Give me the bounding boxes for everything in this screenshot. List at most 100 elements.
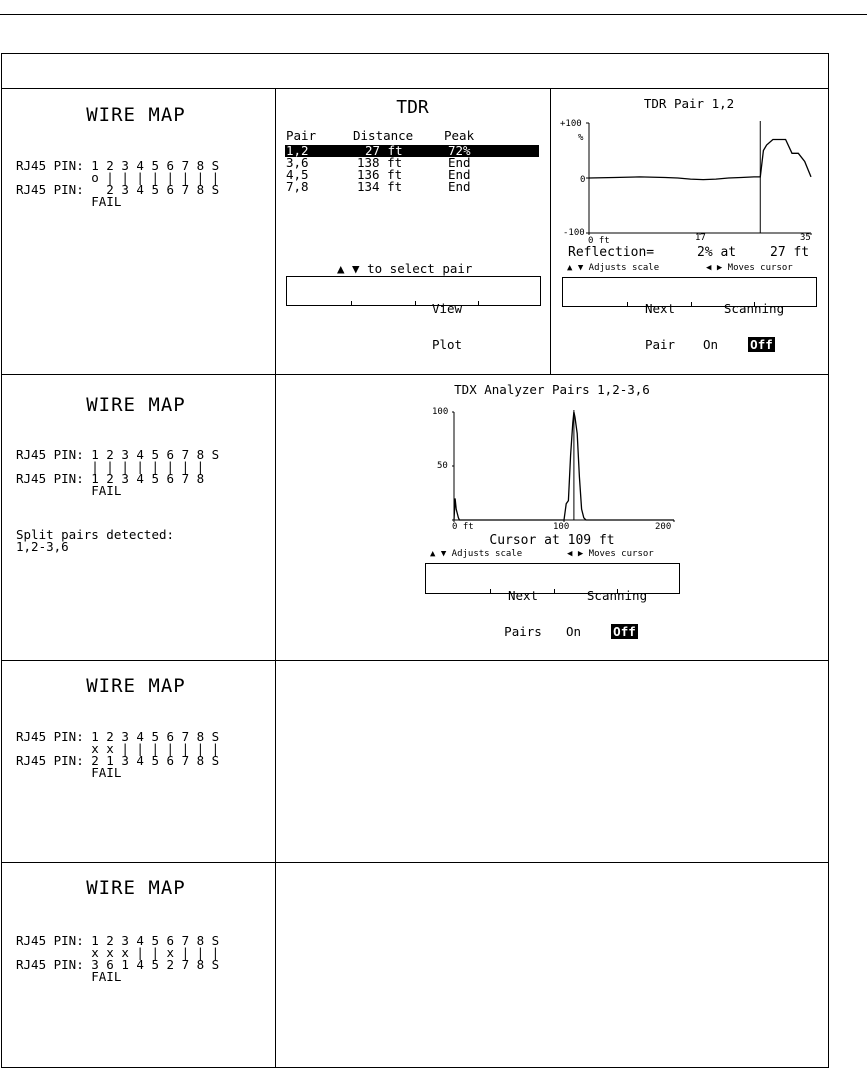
row-divider-3 — [2, 862, 828, 863]
wire-map-top-line: RJ45 PIN: 1 2 3 4 5 6 7 8 S — [16, 447, 220, 462]
tdr-plot-y-unit: % — [578, 133, 584, 143]
tdr-cell-peak: End — [448, 167, 471, 182]
softkey-line: Scanning — [586, 588, 648, 603]
scanning-softkey[interactable]: Scanning On Off — [556, 566, 678, 662]
wire-map-bottom-line: RJ45 PIN: 3 6 1 4 5 2 7 8 S — [16, 957, 220, 972]
tdr-cell-distance: 138 ft — [357, 155, 403, 170]
wire-map-result: FAIL — [16, 483, 122, 498]
tdr-cell-pair: 4,5 — [286, 167, 309, 182]
split-pairs-note: Split pairs detected: — [16, 527, 175, 542]
wire-map-result: FAIL — [16, 194, 122, 209]
tdx-plot-chart — [452, 410, 675, 522]
softkey-divider — [627, 302, 628, 306]
tdr-row[interactable]: 3,6 138 ft End — [285, 155, 539, 170]
tdr-row[interactable]: 7,8 134 ft End — [285, 179, 539, 194]
wire-map-connection-line: o | | | | | | | | — [16, 170, 220, 185]
tdr-cursor-hint: ◀ ▶ Moves cursor — [706, 263, 793, 273]
tdr-header-pair: Pair — [286, 128, 317, 143]
next-pairs-softkey[interactable]: Next Pairs — [492, 566, 554, 662]
softkey-divider — [490, 589, 491, 593]
tdr-cell-distance: 136 ft — [357, 167, 403, 182]
tdr-select-hint: ▲ ▼ to select pair — [337, 261, 473, 276]
softkey-divider — [351, 301, 352, 305]
softkey-divider — [754, 302, 755, 306]
tdr-row[interactable]: 4,5 136 ft End — [285, 167, 539, 182]
tdx-plot-x-start: 0 ft — [452, 522, 474, 532]
page-top-rule — [0, 14, 867, 15]
tdr-cell-peak: 72% — [448, 143, 471, 158]
tdr-plot-x-start: 0 ft — [588, 236, 610, 246]
tdr-reflection-label: Reflection= — [568, 245, 655, 260]
tdr-scale-hint: ▲ ▼ Adjusts scale — [567, 263, 660, 273]
scanning-on-option[interactable]: On — [703, 337, 719, 352]
tdx-plot-y-top: 100 — [432, 407, 449, 417]
tdx-plot-title: TDX Analyzer Pairs 1,2-3,6 — [454, 382, 650, 397]
wire-map-result: FAIL — [16, 969, 122, 984]
wire-map-title: WIRE MAP — [86, 675, 186, 697]
tdr-reflection-distance: 27 ft — [770, 245, 810, 260]
tdx-scale-hint: ▲ ▼ Adjusts scale — [430, 549, 523, 559]
scanning-on-option[interactable]: On — [566, 624, 582, 639]
wire-map-top-line: RJ45 PIN: 1 2 3 4 5 6 7 8 S — [16, 729, 220, 744]
tdx-cursor-hint: ◀ ▶ Moves cursor — [567, 549, 654, 559]
scanning-off-option[interactable]: Off — [611, 624, 638, 639]
softkey-line: Next — [644, 301, 676, 316]
tdr-plot-x-mid: 17 — [695, 233, 706, 243]
table-header-divider — [2, 88, 828, 89]
series-line — [453, 411, 674, 521]
tdr-row-selected[interactable]: 1,2 27 ft 72% — [285, 143, 539, 158]
tdr-reflection-value: 2% at — [697, 245, 737, 260]
wire-map-connection-line: x x | | | | | | | — [16, 741, 220, 756]
softkey-divider — [478, 301, 479, 305]
wire-map-title: WIRE MAP — [86, 104, 186, 126]
softkey-divider — [691, 302, 692, 306]
softkey-line: View — [431, 301, 463, 316]
scanning-off-option[interactable]: Off — [748, 337, 775, 352]
tdr-cell-pair: 1,2 — [286, 143, 309, 158]
series-line — [588, 138, 812, 181]
split-pairs-value: 1,2-3,6 — [16, 539, 69, 554]
row-divider-1 — [2, 374, 828, 375]
row-divider-2 — [2, 660, 828, 661]
wire-map-bottom-line: RJ45 PIN: 2 3 4 5 6 7 8 S — [16, 182, 220, 197]
wire-map-bottom-line: RJ45 PIN: 2 1 3 4 5 6 7 8 S — [16, 753, 220, 768]
tdx-cursor-readout: Cursor at 109 ft — [489, 533, 615, 548]
tdr-header-peak: Peak — [444, 128, 475, 143]
scanning-softkey[interactable]: Scanning On Off — [693, 279, 815, 375]
softkey-line: Plot — [431, 337, 463, 352]
tdr-plot-chart — [586, 121, 812, 235]
tdr-plot-softkey-bar: Next Pair Scanning On Off — [562, 277, 817, 352]
tdx-plot-x-end: 200 — [655, 522, 672, 532]
column-divider-row1 — [550, 88, 551, 374]
tdr-cell-peak: End — [448, 155, 471, 170]
tdr-plot-title: TDR Pair 1,2 — [643, 96, 735, 111]
next-pair-softkey[interactable]: Next Pair — [629, 279, 691, 375]
scanning-options: On Off — [693, 337, 815, 352]
tdr-cell-pair: 3,6 — [286, 155, 309, 170]
tdr-softkey-bar: View Plot — [286, 276, 541, 351]
softkey-line: Pair — [644, 337, 676, 352]
tdr-plot-y-top: +100 — [560, 119, 582, 129]
tdx-plot-x-mid: 100 — [553, 522, 570, 532]
column-divider — [275, 88, 276, 1067]
tdr-plot-x-end: 35 — [800, 233, 811, 243]
tdx-plot-y-mid: 50 — [437, 461, 448, 471]
tdx-softkey-bar: Next Pairs Scanning On Off — [425, 563, 680, 639]
tdr-title: TDR — [396, 97, 429, 118]
softkey-divider — [617, 589, 618, 593]
softkey-line: Pairs — [504, 624, 542, 639]
tdr-plot-y-bottom: -100 — [563, 228, 585, 238]
tdr-header-distance: Distance — [353, 128, 414, 143]
wire-map-result: FAIL — [16, 765, 122, 780]
wire-map-top-line: RJ45 PIN: 1 2 3 4 5 6 7 8 S — [16, 158, 220, 173]
wire-map-connection-line: x x x | | x | | | — [16, 945, 220, 960]
wire-map-connection-line: | | | | | | | | — [16, 459, 205, 474]
view-plot-softkey[interactable]: View Plot — [417, 279, 477, 375]
wire-map-bottom-line: RJ45 PIN: 1 2 3 4 5 6 7 8 — [16, 471, 205, 486]
softkey-divider — [554, 589, 555, 593]
wire-map-title: WIRE MAP — [86, 877, 186, 899]
tdr-cell-peak: End — [448, 179, 471, 194]
tdr-cell-distance: 134 ft — [357, 179, 403, 194]
figure-table — [1, 53, 829, 1068]
softkey-line: Next — [507, 588, 539, 603]
